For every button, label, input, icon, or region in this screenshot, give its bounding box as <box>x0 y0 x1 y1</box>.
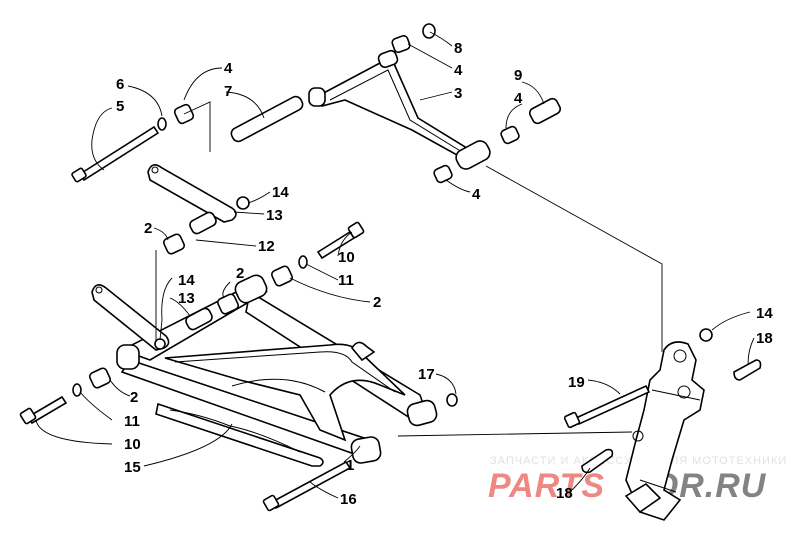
bolt-18-bottom <box>581 448 614 474</box>
nut-14-top <box>236 196 250 210</box>
bushing-2-d <box>88 367 112 389</box>
callout-labels: 8 4 3 9 4 4 6 5 4 7 14 13 2 12 10 11 2 2… <box>116 40 773 508</box>
callout-2: 2 <box>236 265 244 282</box>
washer-11-b <box>72 383 82 397</box>
callout-18: 18 <box>556 485 573 502</box>
callout-19: 19 <box>568 374 585 391</box>
callout-2: 2 <box>144 220 152 237</box>
callout-18: 18 <box>756 330 773 347</box>
callout-4: 4 <box>514 90 523 107</box>
callout-10: 10 <box>124 436 141 453</box>
bushing-2-a <box>162 233 186 255</box>
bushing-4-top <box>391 35 411 53</box>
bushing-12 <box>185 307 213 331</box>
link-upper <box>147 164 250 235</box>
nut-17 <box>446 393 458 407</box>
nut-14-mid <box>154 338 166 350</box>
leader-lines <box>35 31 755 499</box>
callout-17: 17 <box>418 366 435 383</box>
lower-hardware <box>19 221 458 512</box>
bushing-2-b <box>270 265 294 287</box>
upper-a-arm <box>308 49 491 170</box>
bushing-2-c <box>216 293 240 315</box>
bolt-5 <box>78 125 160 182</box>
nut-14-right <box>699 328 713 342</box>
guard-15 <box>155 402 324 467</box>
callout-14: 14 <box>272 184 289 201</box>
callout-4: 4 <box>472 186 481 203</box>
callout-2: 2 <box>373 294 381 311</box>
callout-9: 9 <box>514 67 522 84</box>
callout-14: 14 <box>756 305 773 322</box>
callout-7: 7 <box>224 83 232 100</box>
spindle <box>563 328 762 521</box>
bolt-19 <box>574 384 651 426</box>
watermark-brand-left: PARTS <box>488 467 605 505</box>
callout-3: 3 <box>454 85 462 102</box>
callout-11: 11 <box>338 272 354 289</box>
callout-2: 2 <box>130 389 138 406</box>
washer-6 <box>157 117 167 131</box>
callout-8: 8 <box>454 40 462 57</box>
guide-lines <box>155 101 663 437</box>
callout-6: 6 <box>116 76 124 93</box>
callout-11: 11 <box>124 413 140 430</box>
bolt-16 <box>270 460 352 510</box>
callout-4: 4 <box>224 60 233 77</box>
lower-a-arm <box>116 274 438 464</box>
bushing-9 <box>528 97 562 125</box>
callout-4: 4 <box>454 62 463 79</box>
callout-13: 13 <box>266 207 283 224</box>
callout-12: 12 <box>258 238 275 255</box>
callout-1: 1 <box>346 457 354 474</box>
callout-5: 5 <box>116 98 124 115</box>
callout-14: 14 <box>178 272 195 289</box>
bolt-18-top <box>733 359 762 381</box>
bushing-4-lower <box>433 164 453 184</box>
bushing-4-right <box>500 125 520 145</box>
callout-13: 13 <box>178 290 195 307</box>
washer-11-a <box>298 255 308 269</box>
callout-10: 10 <box>338 249 355 266</box>
nut-8 <box>422 23 436 39</box>
callout-15: 15 <box>124 459 141 476</box>
callout-16: 16 <box>340 491 357 508</box>
shaft-7 <box>230 95 304 143</box>
